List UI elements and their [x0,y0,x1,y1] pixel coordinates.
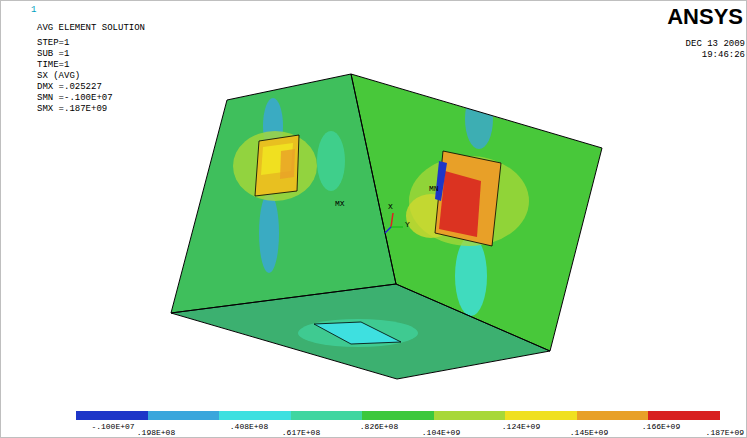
axis [391,226,403,228]
contour-band [280,149,295,179]
legend-value: .166E+09 [642,422,680,432]
axis [391,213,393,227]
plot-annotation: TIME=1 [37,60,69,71]
axis [385,227,391,233]
logo-text: ANSYS [667,5,743,29]
legend-swatch [577,411,649,420]
legend-value: .198E+08 [137,428,175,438]
marker-label: X [388,202,393,212]
plot-annotation: SMN =-.100E+07 [37,93,113,104]
hole-bottom [314,322,401,344]
cube-edges [171,74,602,379]
marker-label: MX [335,199,345,209]
plot-annotation: SUB =1 [37,49,69,60]
contour-band [259,193,279,273]
plot-annotation: SX (AVG) [37,71,80,82]
legend-swatch [219,411,291,420]
legend-swatch [362,411,434,420]
legend-swatch [76,411,148,420]
plot-annotation: 1 [31,5,36,16]
hole-right [435,151,501,246]
contour-band [317,131,345,191]
legend-swatch [648,411,720,420]
contour-band [455,236,487,316]
legend-value: .145E+09 [570,428,608,438]
legend-value: -.100E+07 [91,422,134,432]
contour-band [435,161,447,201]
legend-swatch [291,411,363,420]
cube-bottom-face [171,284,550,379]
marker-label: Y [405,220,410,230]
legend-value: .124E+09 [502,422,540,432]
plot-annotation: SMX =.187E+09 [37,104,107,115]
plot-annotation: DMX =.025227 [37,82,102,93]
plot-annotation: AVG ELEMENT SOLUTION [37,23,145,34]
contour-band [298,319,418,347]
contour-band [233,131,317,201]
contour-band [465,89,493,149]
coordinate-triad [385,213,403,233]
legend-swatch [148,411,220,420]
plot-annotation: 19:46:26 [702,50,745,61]
legend-swatch [434,411,506,420]
legend-value: .104E+09 [422,428,460,438]
edge [171,74,396,313]
hole-left [255,135,299,196]
legend-value: .617E+08 [282,428,320,438]
plot-annotation: STEP=1 [37,38,69,49]
edge [351,74,602,351]
legend-value: .408E+08 [230,422,268,432]
legend-value: .826E+08 [360,422,398,432]
contour-band [439,171,481,237]
edge [171,284,550,379]
legend-value: .187E+09 [706,428,744,438]
face-fill [171,284,550,379]
legend-swatch [505,411,577,420]
plot-annotation: DEC 13 2009 [686,39,745,50]
marker-label: MN [429,184,439,194]
